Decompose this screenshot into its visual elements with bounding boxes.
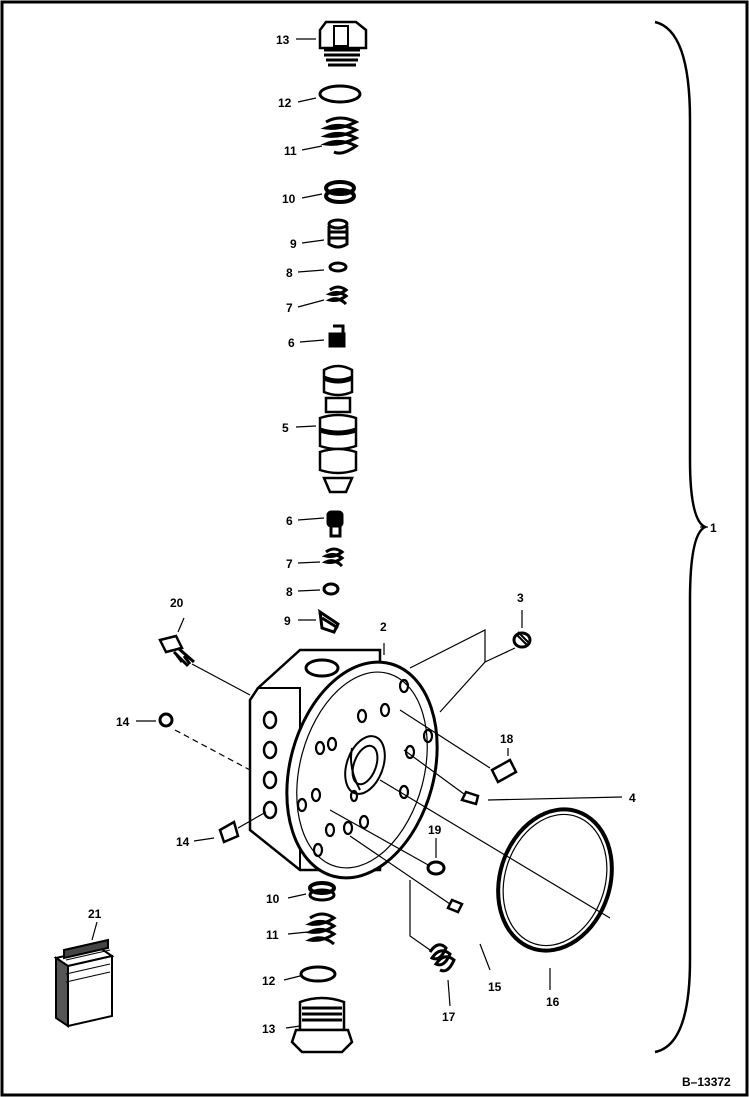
ring-8-top — [328, 261, 348, 273]
callout-14-upper: 14 — [116, 715, 130, 729]
ring-10-top — [324, 180, 356, 204]
spring-7-top — [325, 285, 349, 306]
reference-number: B–13372 — [682, 1075, 731, 1089]
callout-4: 4 — [629, 791, 636, 805]
callout-8-lower: 8 — [286, 585, 293, 599]
o-ring-12-top — [318, 84, 362, 104]
plug-13-lower — [290, 996, 354, 1054]
end-plate — [285, 660, 439, 880]
callout-6-lower: 6 — [286, 514, 293, 528]
callout-8-top: 8 — [286, 266, 293, 280]
pin-4 — [403, 749, 480, 806]
ball-6-lower — [326, 510, 344, 538]
spring-11-lower — [305, 912, 337, 946]
callout-1: 1 — [710, 521, 717, 535]
spool-5 — [318, 364, 358, 494]
lower-stack — [290, 881, 354, 1054]
valve-body — [248, 648, 439, 880]
ring-10-lower — [308, 881, 336, 902]
plug-14-lower — [218, 811, 267, 844]
callout-13-top: 13 — [276, 33, 290, 47]
callout-10-top: 10 — [282, 192, 296, 206]
bolt-holes — [296, 678, 434, 858]
callout-9-lower: 9 — [284, 614, 291, 628]
callout-10-lower: 10 — [266, 892, 280, 906]
poppet-9-top — [327, 218, 349, 249]
bolt-20 — [158, 634, 251, 696]
plug-top — [318, 20, 368, 67]
assembly-bracket — [654, 20, 708, 1054]
ball-6-top — [328, 324, 346, 348]
callout-7-lower: 7 — [286, 557, 293, 571]
callout-5: 5 — [282, 421, 289, 435]
leader-lines — [91, 38, 708, 1029]
o-ring-16 — [379, 779, 614, 953]
callout-6-top: 6 — [288, 336, 295, 350]
callout-12-top: 12 — [278, 96, 292, 110]
rod-15 — [349, 835, 464, 914]
plug-14-upper — [158, 712, 251, 771]
callout-11-lower: 11 — [266, 928, 279, 942]
callout-19: 19 — [428, 823, 442, 837]
ring-8-lower — [322, 582, 340, 596]
callout-15: 15 — [488, 980, 502, 994]
callout-16: 16 — [546, 995, 560, 1009]
callout-12-lower: 12 — [262, 974, 276, 988]
callout-11-top: 11 — [284, 144, 297, 158]
ring-19 — [329, 809, 446, 876]
o-ring-12-lower — [299, 965, 337, 983]
seal-kit-box — [53, 938, 115, 1028]
callout-21: 21 — [88, 907, 102, 921]
callout-14-lower: 14 — [176, 835, 190, 849]
callout-2: 2 — [380, 620, 387, 634]
spring-17 — [409, 880, 456, 973]
upper-valve-stack — [318, 20, 368, 634]
callout-20: 20 — [170, 596, 184, 610]
poppet-9-lower — [318, 608, 340, 634]
callout-labels: 13 12 11 10 9 8 7 6 5 6 7 8 9 20 2 3 14 … — [88, 33, 731, 1089]
pin-18 — [399, 709, 518, 784]
callout-13-lower: 13 — [262, 1022, 276, 1036]
callout-7-top: 7 — [286, 301, 293, 315]
spring-11-top — [320, 116, 360, 155]
plug-3 — [409, 629, 532, 713]
callout-17: 17 — [442, 1010, 456, 1024]
callout-18: 18 — [500, 732, 514, 746]
spring-7-lower — [321, 547, 345, 568]
callout-3: 3 — [517, 591, 524, 605]
side-parts — [158, 629, 614, 973]
callout-9-top: 9 — [290, 237, 297, 251]
